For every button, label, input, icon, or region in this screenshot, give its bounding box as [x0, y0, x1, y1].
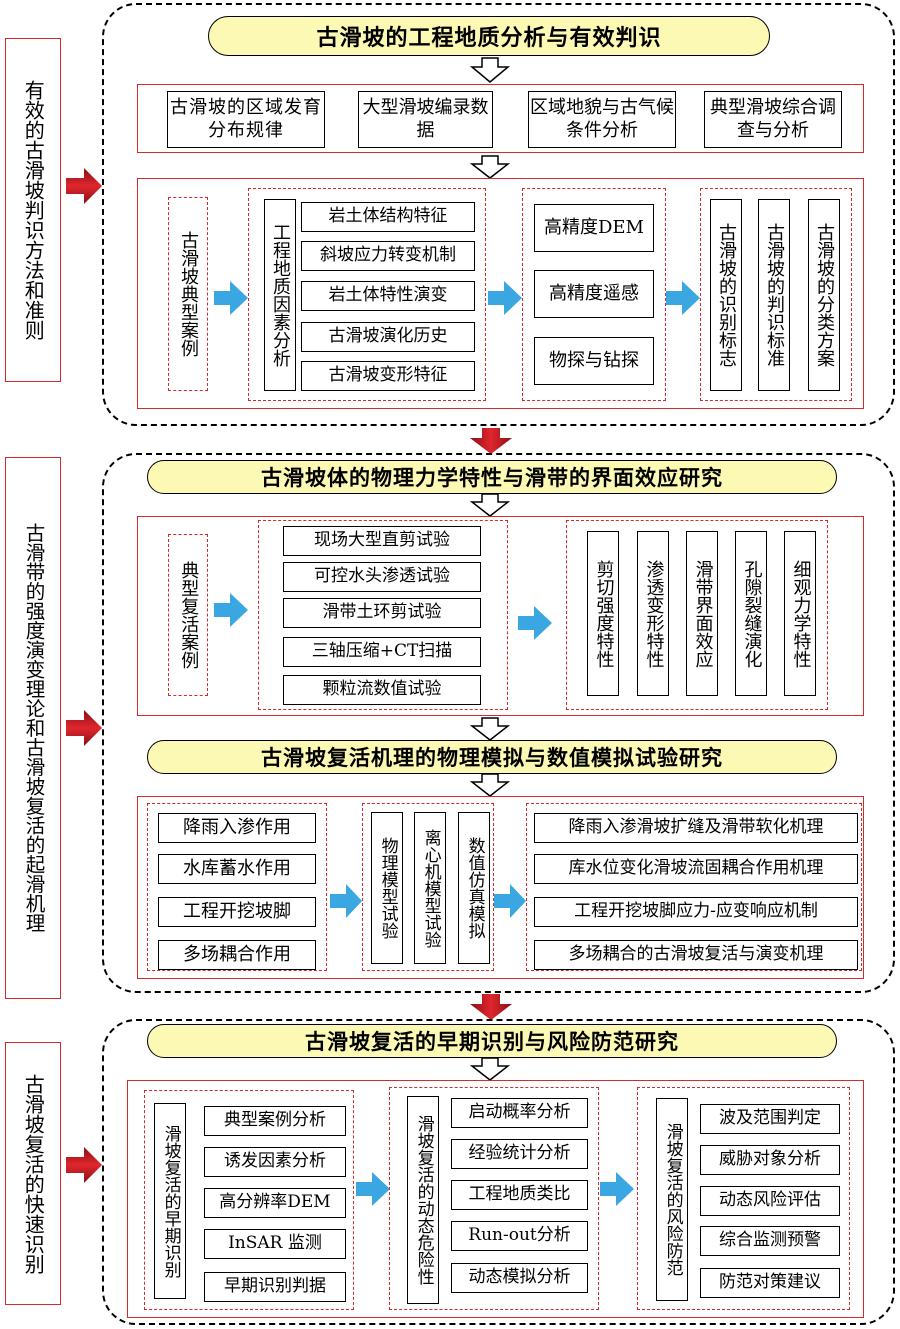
down-arrow-red-1: [470, 428, 512, 454]
s1-method: 高精度DEM: [534, 204, 654, 252]
s4-risk-group: [637, 1087, 850, 1310]
blue-arrows: [214, 281, 700, 1206]
s3-mech: 多场耦合的古滑坡复活与演变机理: [534, 940, 858, 970]
side-arrow-2: [66, 710, 102, 746]
s2-prop: 滑带界面效应: [686, 531, 718, 696]
panel-3: [102, 1019, 895, 1325]
s4-early-head: 滑坡复活的早期识别: [154, 1103, 186, 1299]
s3-mech: 库水位变化滑坡流固耦合作用机理: [534, 854, 858, 884]
s3-factor-group: [147, 803, 327, 971]
s1-main-frame: [137, 178, 864, 409]
s1-result: 古滑坡的判识标准: [758, 199, 790, 391]
s4-risk-head: 滑坡复活的风险防范: [656, 1098, 688, 1301]
s3-model-group: [362, 803, 494, 971]
s1-top-box: 区域地貌与古气候条件分析: [528, 91, 676, 148]
side-label-2: 古滑带的强度演变理论和古滑坡复活的起滑机理: [5, 457, 61, 999]
s4-early-item: 典型案例分析: [204, 1106, 346, 1136]
s1-case: 古滑坡典型案例: [168, 197, 208, 391]
s3-model: 离心机模型试验: [414, 812, 446, 964]
s3-mech-group: [526, 803, 862, 971]
s3-factor: 降雨入渗作用: [158, 813, 316, 843]
title-3: 古滑坡复活机理的物理模拟与数值模拟试验研究: [147, 740, 837, 774]
s1-top-box: 典型滑坡综合调查与分析: [704, 91, 842, 148]
s1-factor: 古滑坡演化历史: [301, 322, 475, 352]
s1-factor: 古滑坡变形特征: [301, 361, 475, 391]
s2-test: 颗粒流数值试验: [283, 675, 481, 705]
s1-result-group: [700, 188, 852, 401]
hollow-arrows: [469, 57, 511, 1081]
s1-method: 高精度遥感: [534, 270, 654, 318]
s2-case: 典型复活案例: [168, 534, 208, 696]
s4-risk-item: 威胁对象分析: [700, 1145, 840, 1175]
s4-danger-head: 滑坡复活的动态危险性: [407, 1096, 439, 1304]
s1-factor: 岩土体结构特征: [301, 202, 475, 232]
s1-factor: 斜坡应力转变机制: [301, 241, 475, 271]
s1-result: 古滑坡的识别标志: [710, 199, 742, 391]
s4-risk-item: 综合监测预警: [700, 1226, 840, 1256]
s3-model: 物理模型试验: [371, 812, 403, 964]
s1-top-box: 古滑坡的区域发育分布规律: [167, 91, 325, 148]
s4-early-item: InSAR 监测: [204, 1229, 346, 1259]
s4-frame: [127, 1080, 864, 1318]
s4-early-group: [144, 1090, 354, 1310]
s4-risk-item: 防范对策建议: [700, 1268, 840, 1298]
s3-mech: 降雨入渗滑坡扩缝及滑带软化机理: [534, 813, 858, 843]
s2-frame: [137, 516, 864, 716]
panel-2: [102, 453, 895, 993]
s2-test: 滑带土环剪试验: [283, 598, 481, 628]
s2-prop: 孔隙裂缝演化: [735, 531, 767, 696]
s2-prop: 剪切强度特性: [587, 531, 619, 696]
s1-result: 古滑坡的分类方案: [808, 199, 840, 391]
s3-model: 数值仿真模拟: [458, 812, 490, 964]
side-arrow-3: [66, 1147, 102, 1183]
panel-1: [102, 3, 895, 426]
s4-danger-item: 启动概率分析: [451, 1098, 588, 1128]
s1-method-group: [522, 188, 666, 401]
s2-test: 现场大型直剪试验: [283, 526, 481, 556]
title-4: 古滑坡复活的早期识别与风险防范研究: [147, 1024, 837, 1058]
s4-early-item: 高分辨率DEM: [204, 1188, 346, 1218]
s3-factor: 水库蓄水作用: [158, 854, 316, 884]
s3-factor: 工程开挖坡脚: [158, 897, 316, 927]
s4-risk-item: 动态风险评估: [700, 1186, 840, 1216]
s4-danger-group: [389, 1087, 599, 1310]
s1-top-box: 大型滑坡编录数据: [358, 91, 493, 148]
s4-risk-item: 波及范围判定: [700, 1104, 840, 1134]
s1-top-frame: [137, 84, 864, 153]
s2-test: 三轴压缩+CT扫描: [283, 637, 481, 667]
title-1: 古滑坡的工程地质分析与有效判识: [208, 16, 770, 56]
s1-factor-head: 工程地质因素分析: [264, 199, 296, 391]
s2-test: 可控水头渗透试验: [283, 562, 481, 592]
s4-early-item: 诱发因素分析: [204, 1147, 346, 1177]
s4-danger-item: 工程地质类比: [451, 1180, 588, 1210]
side-arrow-1: [66, 168, 102, 204]
down-arrow-red-2: [470, 994, 512, 1020]
s2-prop: 细观力学特性: [784, 531, 816, 696]
side-label-1: 有效的古滑坡判识方法和准则: [5, 38, 61, 382]
s4-danger-item: 动态模拟分析: [451, 1263, 588, 1293]
s2-test-group: [258, 520, 508, 710]
s2-prop-group: [566, 520, 828, 710]
s4-danger-item: Run-out分析: [451, 1221, 588, 1251]
s1-factor-group: [248, 188, 486, 401]
s1-factor: 岩土体特性演变: [301, 281, 475, 311]
s3-factor: 多场耦合作用: [158, 940, 316, 970]
s3-frame: [137, 796, 864, 979]
title-2: 古滑坡体的物理力学特性与滑带的界面效应研究: [147, 460, 837, 494]
side-label-3: 古滑坡复活的快速识别: [5, 1042, 61, 1305]
s3-mech: 工程开挖坡脚应力-应变响应机制: [534, 897, 858, 927]
s1-method: 物探与钻探: [534, 337, 654, 385]
s4-early-item: 早期识别判据: [204, 1272, 346, 1302]
s2-prop: 渗透变形特性: [637, 531, 669, 696]
s4-danger-item: 经验统计分析: [451, 1139, 588, 1169]
